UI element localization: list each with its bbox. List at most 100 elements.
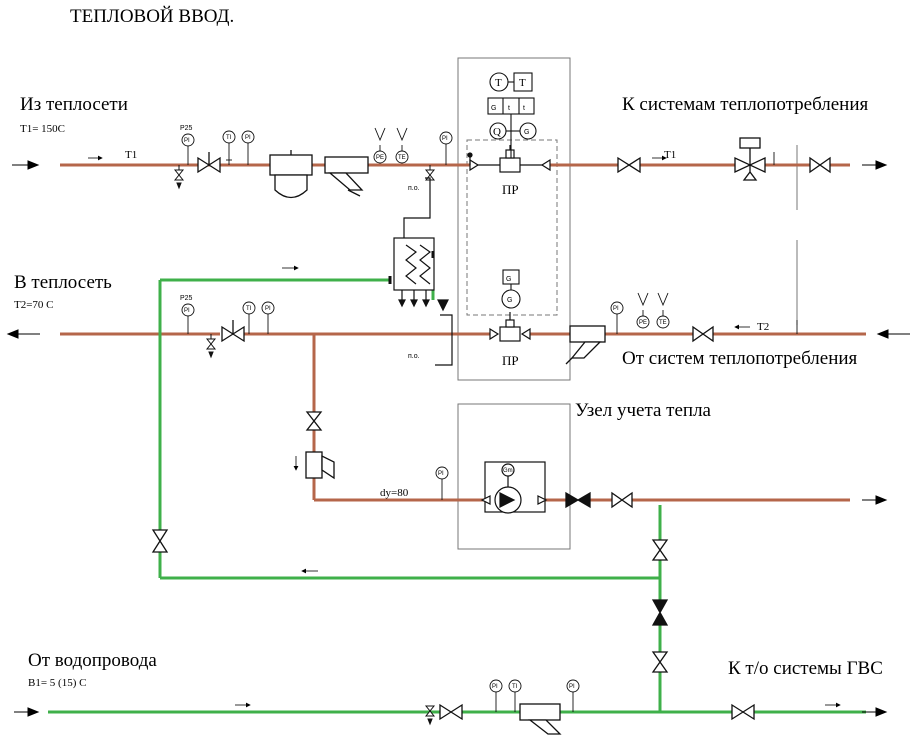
label-from-consumers: От систем теплопотребления <box>622 348 858 369</box>
svg-text:PI: PI <box>265 306 271 312</box>
svg-text:PE: PE <box>639 320 647 326</box>
valve-green-left <box>151 529 169 553</box>
valve-water-1 <box>439 703 463 721</box>
ti-gauge-water <box>508 679 522 712</box>
arrow-out-supply <box>875 160 888 170</box>
svg-text:TI: TI <box>512 684 518 690</box>
label-p25-top: P25 <box>180 125 193 132</box>
valve-t1-outlet-1 <box>617 156 641 174</box>
drain-valve-4 <box>424 705 436 726</box>
label-t2-temp: T2=70 C <box>14 299 54 311</box>
strainer-water <box>519 703 562 735</box>
arrow-out-hws <box>875 707 888 717</box>
valves <box>151 137 831 721</box>
svg-text:T: T <box>519 77 526 89</box>
label-t1-temp: T1= 150C <box>20 123 65 135</box>
pi-gauge-meter <box>435 466 449 500</box>
pe-sensor-t2 <box>636 292 650 329</box>
svg-text:TI: TI <box>226 135 232 141</box>
svg-text:G: G <box>491 105 496 112</box>
svg-text:PI: PI <box>492 684 498 690</box>
pipe-label-t2: T2 <box>757 321 769 333</box>
svg-text:PE: PE <box>376 155 384 161</box>
svg-text:t: t <box>523 105 525 112</box>
arrow-out-meter <box>875 495 888 505</box>
arrow-in-water <box>27 707 40 717</box>
svg-text:Q: Q <box>493 126 501 138</box>
strainer-t1 <box>324 156 369 197</box>
calculator-letters: T T G t t Q G G G Gm <box>491 77 529 474</box>
cold-water-lines <box>48 255 866 714</box>
pe-sensor-t1 <box>373 127 387 164</box>
valve-t2-outlet <box>221 320 245 343</box>
svg-text:TE: TE <box>398 155 406 161</box>
pipe-label-t1: T1 <box>125 149 137 161</box>
check-valve-meter <box>565 491 591 509</box>
meter-frame-top <box>457 57 571 381</box>
pi-gauge-water-2 <box>566 679 580 712</box>
valve-green-right-3 <box>651 651 669 673</box>
label-b1-temp: B1= 5 (15) C <box>28 677 86 689</box>
label-po-bottom: п.о. <box>408 353 420 360</box>
svg-text:PI: PI <box>442 136 448 142</box>
arrow-in-return <box>876 329 889 339</box>
return-line-t2 <box>60 332 866 502</box>
equipment-frames <box>457 57 798 550</box>
svg-text:PI: PI <box>569 684 575 690</box>
pump-block <box>480 461 548 514</box>
valve-water-2 <box>731 703 755 721</box>
valve-branch-vertical <box>305 411 323 431</box>
pi-gauge-t1-1 <box>181 133 195 165</box>
valve-t1-inlet <box>197 152 221 174</box>
valve-green-right-2 <box>651 599 669 626</box>
mud-separator <box>269 150 313 199</box>
svg-text:TE: TE <box>659 320 667 326</box>
valve-t1-outlet-2 <box>809 156 831 174</box>
label-to-hws: К т/о системы ГВС <box>728 658 883 679</box>
control-valve-t1 <box>734 137 766 181</box>
svg-text:G: G <box>506 276 511 283</box>
flowmeter-dashed-frame <box>466 139 558 316</box>
svg-text:PI: PI <box>184 308 190 314</box>
svg-text:t: t <box>508 105 510 112</box>
strainer-t2 <box>565 325 606 365</box>
label-from-water: От водопровода <box>28 650 157 671</box>
label-to-consumers: К системам теплопотребления <box>622 94 869 115</box>
drain-valve-1 <box>173 165 185 190</box>
pi-gauge-t1-2 <box>241 130 255 165</box>
small-direction-arrows <box>88 155 841 708</box>
calculator-instruments <box>487 72 537 309</box>
instrument-letters: PI TI PI PI PE TE PI TI PI PI PE TE PI P… <box>184 135 667 690</box>
ti-gauge-t2 <box>242 301 256 334</box>
label-p25-bottom: P25 <box>180 295 193 302</box>
svg-text:Gm: Gm <box>503 468 513 474</box>
drain-valve-3 <box>205 334 217 359</box>
page-title: ТЕПЛОВОЙ ВВОД. <box>70 6 234 27</box>
te-sensor-t1 <box>395 127 409 164</box>
svg-text:PI: PI <box>245 135 251 141</box>
te-sensor-t2 <box>656 292 670 329</box>
label-meter-node: Узел учета тепла <box>575 400 712 421</box>
pi-gauge-t2-2 <box>261 301 275 334</box>
label-from-network: Из теплосети <box>20 94 128 115</box>
flow-meter-top <box>469 145 551 173</box>
label-to-network: В теплосеть <box>14 272 112 293</box>
svg-text:PI: PI <box>438 471 444 477</box>
strainer-meter <box>305 451 335 480</box>
valve-meter-outlet <box>611 491 633 509</box>
pi-gauge-t1-3 <box>439 131 453 165</box>
label-dy80: dy=80 <box>380 487 409 499</box>
svg-text:G: G <box>507 297 512 304</box>
svg-text:PI: PI <box>613 306 619 312</box>
meter-frame-bottom <box>457 403 571 550</box>
ti-gauge-t1 <box>222 130 236 165</box>
arrow-in-supply <box>27 160 40 170</box>
pi-gauge-water-1 <box>489 679 503 712</box>
svg-text:G: G <box>524 129 529 136</box>
svg-text:TI: TI <box>246 306 252 312</box>
svg-text:PI: PI <box>184 138 190 144</box>
pipe-label-t1-right: T1 <box>664 149 676 161</box>
arrow-out-return <box>6 329 19 339</box>
valve-green-right-1 <box>651 539 669 561</box>
